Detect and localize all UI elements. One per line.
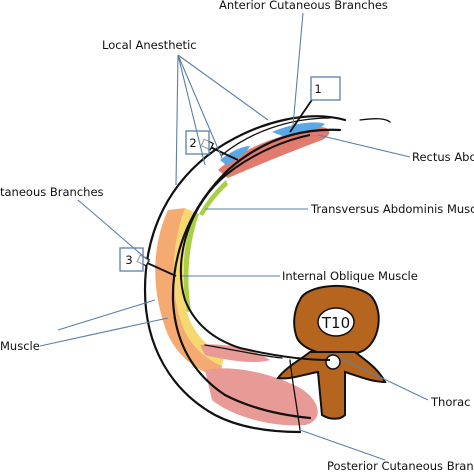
anesthetic-pool-1 <box>272 122 325 137</box>
posterior-branch <box>289 359 301 431</box>
transversus-abdominis-layer <box>183 212 199 312</box>
leader-lines <box>39 12 429 461</box>
fascia-line <box>221 117 331 156</box>
label-local-anesthetic: Local Anesthetic <box>102 38 197 52</box>
label-anterior-cutaneous: Anterior Cutaneous Branches <box>219 0 388 12</box>
injection-site-label-2: 2 <box>189 136 196 150</box>
spinal-canal <box>325 354 341 370</box>
injection-site-label-1: 1 <box>314 82 321 96</box>
anesthetic-pool-2 <box>220 146 250 165</box>
inner-outline <box>171 128 342 420</box>
injection-site-box-2 <box>185 130 210 155</box>
transversus-upper <box>199 180 228 216</box>
peritoneum-line <box>204 344 283 359</box>
external-oblique-layer <box>155 208 222 378</box>
label-transversus: Transversus Abdominis Musc <box>310 202 474 216</box>
vertebral-arch <box>276 351 387 420</box>
erector-spinae <box>205 368 318 426</box>
injection-site-label-3: 3 <box>125 253 132 267</box>
injection-site-box-3 <box>119 247 144 272</box>
label-internal-oblique: Internal Oblique Muscle <box>282 269 418 283</box>
rectus-abdominis <box>218 127 330 178</box>
label-lateral-cutaneous: taneous Branches <box>0 185 104 199</box>
injection-site-box-1 <box>310 76 341 101</box>
vertebra-t10: T10 <box>276 284 387 420</box>
vertebra-label: T10 <box>321 314 350 332</box>
skin-outline <box>143 115 347 434</box>
internal-oblique-layer <box>173 208 224 366</box>
label-thoracic: Thorac <box>430 395 470 409</box>
fascia-line-2 <box>359 118 391 123</box>
vertebra-label-bg <box>317 307 355 337</box>
label-rectus: Rectus Abc <box>412 150 474 164</box>
label-posterior-cutaneous: Posterior Cutaneous Bran <box>327 459 474 473</box>
label-muscle-left: Muscle <box>0 339 40 353</box>
quadratus-lumborum <box>200 344 270 363</box>
intercostal-nerve <box>179 134 331 361</box>
